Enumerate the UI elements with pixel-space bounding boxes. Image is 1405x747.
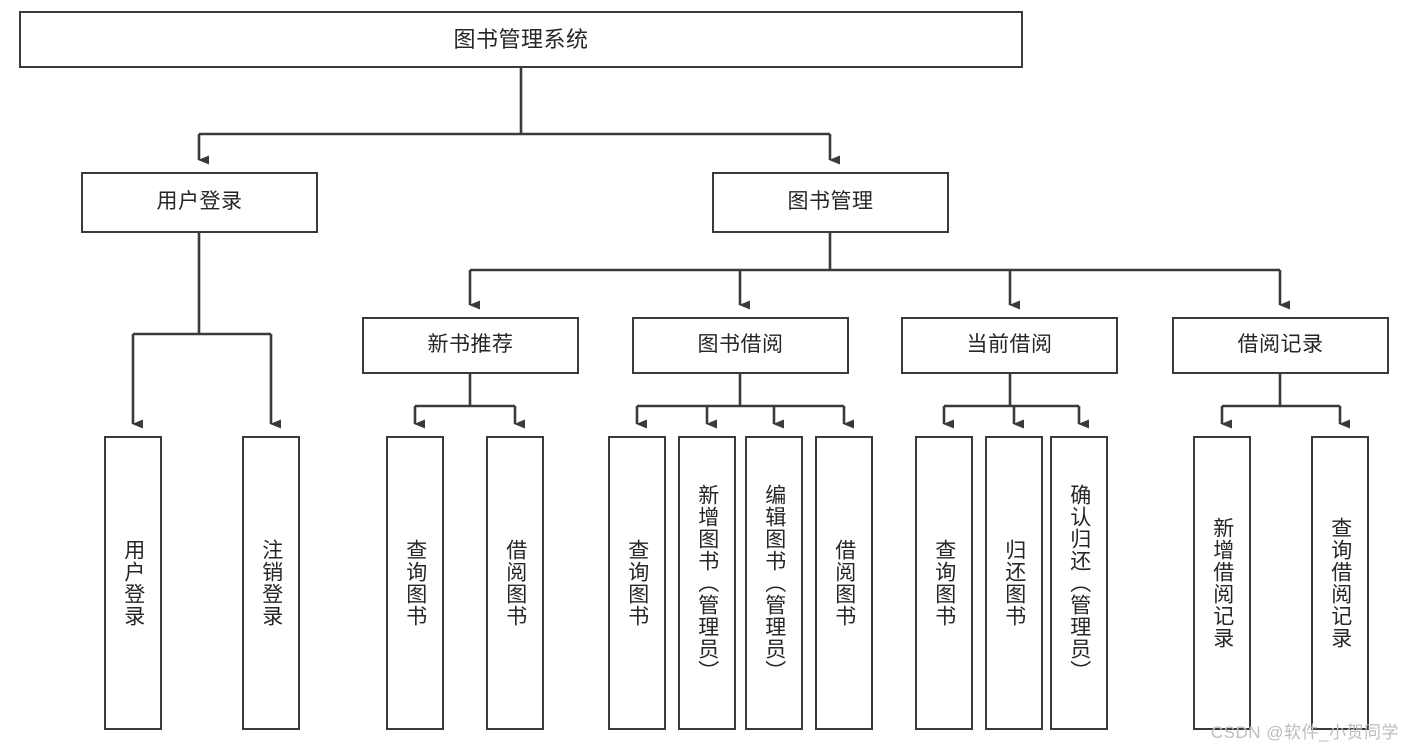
leaf-query-borrow-record[interactable]: 查询借阅记录 xyxy=(1311,436,1369,730)
node-label: 图书管理系统 xyxy=(453,26,589,52)
leaf-confirm-return-admin[interactable]: 确认归还（管理员） xyxy=(1050,436,1108,730)
leaf-user-login[interactable]: 用户登录 xyxy=(104,436,162,730)
node-new-book-recommendation[interactable]: 新书推荐 xyxy=(362,317,579,374)
node-label: 确认归还（管理员） xyxy=(1067,484,1091,682)
watermark-csdn: CSDN @软件_小贺同学 xyxy=(1210,723,1399,742)
node-label: 图书借阅 xyxy=(697,333,784,357)
node-label: 查询图书 xyxy=(932,539,956,627)
leaf-query-books-borrow[interactable]: 查询图书 xyxy=(608,436,666,730)
leaf-logout[interactable]: 注销登录 xyxy=(242,436,300,730)
leaf-add-borrow-record[interactable]: 新增借阅记录 xyxy=(1193,436,1251,730)
node-label: 新增借阅记录 xyxy=(1210,517,1234,649)
leaf-return-books[interactable]: 归还图书 xyxy=(985,436,1043,730)
node-label: 编辑图书（管理员） xyxy=(762,484,786,682)
node-label: 用户登录 xyxy=(121,539,145,627)
leaf-borrow-books-borrow[interactable]: 借阅图书 xyxy=(815,436,873,730)
leaf-borrow-books-newbook[interactable]: 借阅图书 xyxy=(486,436,544,730)
node-label: 新书推荐 xyxy=(427,333,514,357)
node-label: 图书管理 xyxy=(787,190,874,214)
node-label: 注销登录 xyxy=(259,539,283,627)
node-label: 查询图书 xyxy=(403,539,427,627)
node-book-management[interactable]: 图书管理 xyxy=(712,172,949,233)
node-label: 用户登录 xyxy=(156,190,243,214)
leaf-add-book-admin[interactable]: 新增图书（管理员） xyxy=(678,436,736,730)
node-label: 新增图书（管理员） xyxy=(695,484,719,682)
node-label: 借阅图书 xyxy=(503,539,527,627)
node-root-book-management-system[interactable]: 图书管理系统 xyxy=(19,11,1023,68)
node-label: 归还图书 xyxy=(1002,539,1026,627)
node-label: 查询借阅记录 xyxy=(1328,517,1352,649)
node-label: 借阅图书 xyxy=(832,539,856,627)
leaf-edit-book-admin[interactable]: 编辑图书（管理员） xyxy=(745,436,803,730)
node-user-login[interactable]: 用户登录 xyxy=(81,172,318,233)
node-label: 当前借阅 xyxy=(966,333,1053,357)
leaf-query-books-current[interactable]: 查询图书 xyxy=(915,436,973,730)
node-borrowing-records[interactable]: 借阅记录 xyxy=(1172,317,1389,374)
leaf-query-books-newbook[interactable]: 查询图书 xyxy=(386,436,444,730)
node-book-borrowing[interactable]: 图书借阅 xyxy=(632,317,849,374)
node-label: 查询图书 xyxy=(625,539,649,627)
node-current-borrowing[interactable]: 当前借阅 xyxy=(901,317,1118,374)
node-label: 借阅记录 xyxy=(1237,333,1324,357)
